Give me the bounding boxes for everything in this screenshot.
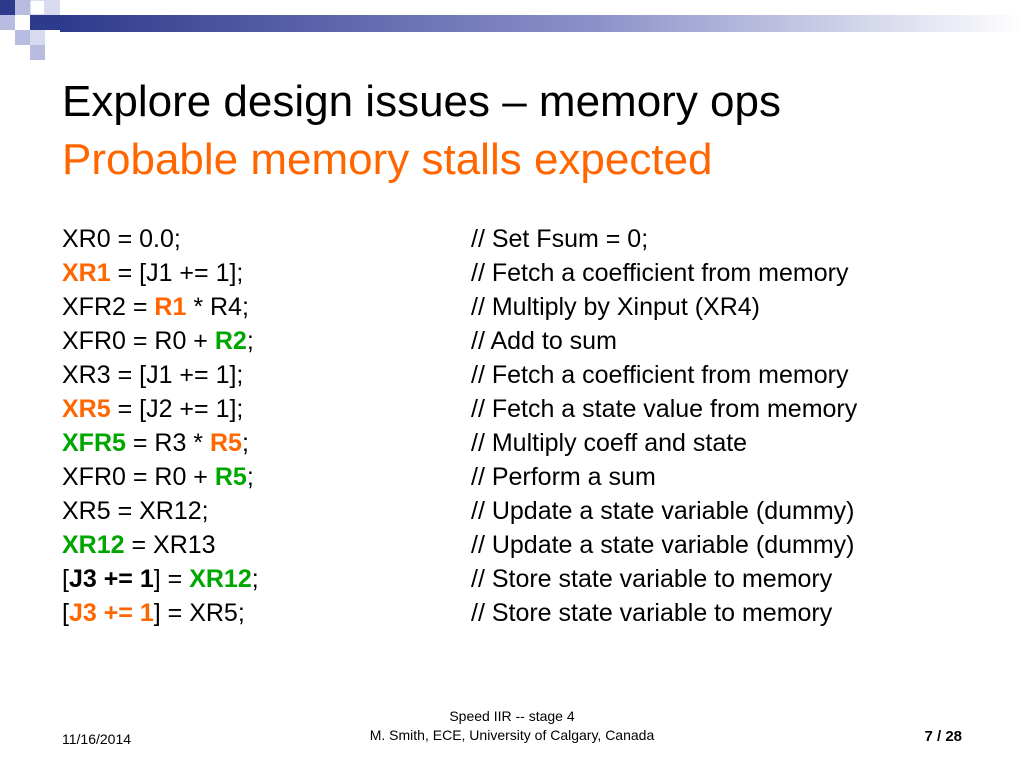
highlighted-token: XR1 — [62, 259, 111, 287]
code-line: XR3 = [J1 += 1]; // Fetch a coefficient f… — [62, 358, 962, 392]
page-number: 7 / 28 — [924, 728, 962, 745]
code-line: [J3 += 1] = XR12; // Store state variable… — [62, 562, 962, 596]
code-comment: // Store state variable to memory — [471, 565, 833, 593]
code-token: XR3 = [J1 += 1]; — [62, 361, 244, 389]
code-line: XR1 = [J1 += 1]; // Fetch a coefficient f… — [62, 256, 962, 290]
footer-line-1: Speed IIR -- stage 4 — [449, 708, 575, 724]
code-statement: XR5 = XR12; — [62, 494, 209, 528]
slide-subtitle: Probable memory stalls expected — [62, 135, 713, 184]
header-decoration — [0, 0, 1024, 60]
code-comment: // Multiply coeff and state — [471, 429, 748, 457]
code-token: [ — [62, 565, 69, 593]
highlighted-token: R2 — [214, 327, 247, 355]
code-comment: // Add to sum — [471, 327, 617, 355]
code-statement: XR5 = [J2 += 1]; — [62, 392, 243, 426]
code-statement: XR1 = [J1 += 1]; — [62, 256, 243, 290]
code-statement: [J3 += 1] = XR5; — [62, 596, 245, 630]
code-statement: XFR5 = R3 * R5; — [62, 426, 249, 460]
code-comment: // Update a state variable (dummy) — [471, 531, 855, 559]
deco-square-7 — [30, 15, 45, 30]
code-token: = [J2 += 1]; — [110, 395, 244, 423]
highlighted-token: R5 — [209, 429, 242, 457]
code-statement: XR0 = 0.0; — [62, 222, 181, 256]
highlighted-token: R1 — [154, 293, 187, 321]
code-token: = XR13 — [124, 531, 216, 559]
code-comment: // Update a state variable (dummy) — [471, 497, 855, 525]
code-statement: [J3 += 1] = XR12; — [62, 562, 259, 596]
code-token: ; — [241, 429, 249, 457]
code-token: = R3 * — [125, 429, 210, 457]
code-line: XR0 = 0.0; // Set Fsum = 0; — [62, 222, 962, 256]
code-comment: // Fetch a state value from memory — [471, 395, 858, 423]
deco-square-2 — [15, 0, 30, 15]
deco-square-3 — [29, 0, 46, 16]
header-gradient-bar — [60, 15, 1024, 32]
deco-square-4 — [45, 0, 60, 15]
deco-square-6 — [15, 15, 30, 30]
code-token: XFR0 = R0 + — [62, 327, 215, 355]
code-line: XFR5 = R3 * R5; // Multiply coeff and sta… — [62, 426, 962, 460]
code-token: XFR2 = — [62, 293, 155, 321]
deco-square-10 — [30, 30, 45, 45]
code-line: XFR0 = R0 + R5; // Perform a sum — [62, 460, 962, 494]
code-listing: XR0 = 0.0; // Set Fsum = 0; XR1 = [J1 += 1… — [62, 222, 962, 630]
code-token: = [J1 += 1]; — [110, 259, 244, 287]
deco-square-8 — [45, 15, 60, 30]
code-token: * R4; — [186, 293, 249, 321]
highlighted-token: J3 += 1 — [68, 565, 154, 593]
code-token: XR0 = 0.0; — [62, 225, 181, 253]
code-line: XR12 = XR13 // Update a state variable (d… — [62, 528, 962, 562]
code-line: XFR2 = R1 * R4; // Multiply by Xinput (XR… — [62, 290, 962, 324]
code-token: ] = XR5; — [153, 599, 245, 627]
code-token: [ — [62, 599, 69, 627]
code-statement: XR12 = XR13 — [62, 528, 216, 562]
code-statement: XR3 = [J1 += 1]; — [62, 358, 243, 392]
code-line: [J3 += 1] = XR5; // Store state variable … — [62, 596, 962, 630]
code-comment: // Perform a sum — [471, 463, 656, 491]
code-statement: XFR0 = R0 + R5; — [62, 460, 254, 494]
code-statement: XFR2 = R1 * R4; — [62, 290, 249, 324]
highlighted-token: XFR5 — [62, 429, 126, 457]
highlighted-token: XR12 — [189, 565, 252, 593]
highlighted-token: R5 — [214, 463, 247, 491]
code-line: XFR0 = R0 + R2; // Add to sum — [62, 324, 962, 358]
deco-square-11 — [30, 45, 45, 60]
highlighted-token: J3 += 1 — [68, 599, 154, 627]
code-comment: // Multiply by Xinput (XR4) — [471, 293, 760, 321]
code-comment: // Fetch a coefficient from memory — [471, 259, 849, 287]
code-line: XR5 = [J2 += 1]; // Fetch a state value f… — [62, 392, 962, 426]
code-token: XFR0 = R0 + — [62, 463, 215, 491]
code-comment: // Store state variable to memory — [471, 599, 833, 627]
slide-title: Explore design issues – memory ops — [62, 77, 781, 126]
code-token: ; — [251, 565, 259, 593]
code-comment: // Set Fsum = 0; — [471, 225, 649, 253]
highlighted-token: XR5 — [62, 395, 111, 423]
code-token: XR5 = XR12; — [62, 497, 209, 525]
code-token: ] = — [153, 565, 190, 593]
code-statement: XFR0 = R0 + R2; — [62, 324, 254, 358]
code-line: XR5 = XR12; // Update a state variable (d… — [62, 494, 962, 528]
footer-line-2: M. Smith, ECE, University of Calgary, Ca… — [369, 727, 655, 743]
code-token: ; — [246, 327, 254, 355]
deco-square-1 — [0, 0, 15, 15]
code-token: ; — [246, 463, 254, 491]
footer-date: 11/16/2014 — [62, 731, 132, 747]
footer-center: Speed IIR -- stage 4 M. Smith, ECE, Univ… — [312, 707, 712, 745]
deco-square-5 — [0, 15, 15, 30]
deco-square-9 — [15, 30, 30, 45]
highlighted-token: XR12 — [62, 531, 125, 559]
code-comment: // Fetch a coefficient from memory — [471, 361, 849, 389]
